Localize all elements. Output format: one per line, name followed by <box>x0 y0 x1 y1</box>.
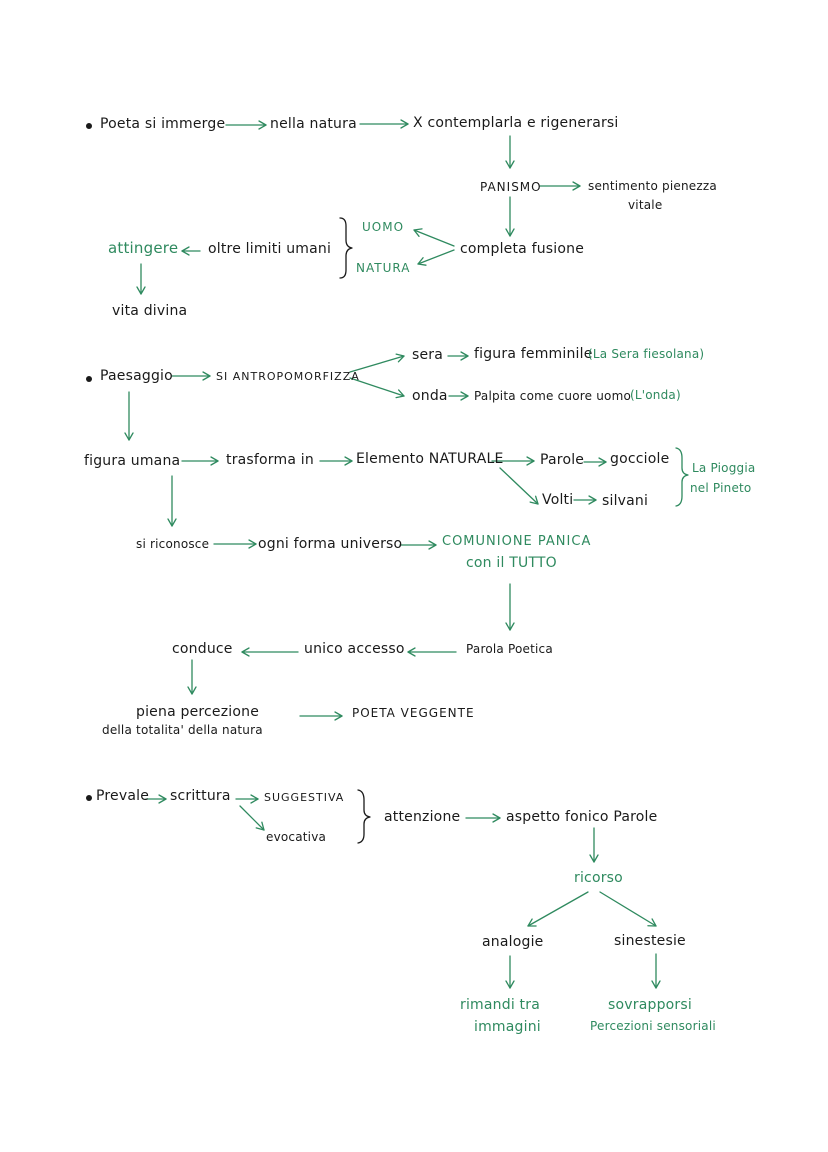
sinestesie-node: sinestesie <box>614 933 686 949</box>
comunione-panica-line-1: COMUNIONE PANICA <box>442 534 592 549</box>
onda-node: onda <box>412 388 448 404</box>
paesaggio-node: Paesaggio <box>100 368 173 384</box>
sera-node: sera <box>412 347 444 363</box>
silvani-node: silvani <box>602 493 649 509</box>
brace-pioggia <box>675 447 689 507</box>
figura-umana-node: figura umana <box>84 453 181 469</box>
conduce-node: conduce <box>172 641 233 657</box>
aspetto-fonico-node: aspetto fonico Parole <box>506 809 658 825</box>
contemplarla-node: X contemplarla e rigenerarsi <box>413 115 619 131</box>
antropomorfizza-node: SI ANTROPOMORFIZZA <box>216 370 360 383</box>
volti-node: Volti <box>542 492 574 508</box>
natura-node: nella natura <box>270 116 357 132</box>
panismo-node: PANISMO <box>480 180 542 194</box>
arrow-ricorso-analogie <box>527 891 589 927</box>
ricorso-node: ricorso <box>574 870 623 886</box>
scrittura-node: scrittura <box>170 788 231 804</box>
parola-poetica-node: Parola Poetica <box>466 642 553 656</box>
pioggia-ref-line-1: La Pioggia <box>692 461 756 475</box>
arrow-fusione-uomo <box>413 228 455 247</box>
sovrapporsi-line-2: Percezioni sensoriali <box>590 1019 716 1033</box>
analogie-node: analogie <box>482 934 544 950</box>
gocciole-node: gocciole <box>610 451 670 467</box>
unico-accesso-node: unico accesso <box>304 641 405 657</box>
sentimento-line-2: vitale <box>628 198 663 212</box>
piena-percezione-line-1: piena percezione <box>136 704 260 720</box>
arrow-scrittura-evocativa <box>239 805 265 831</box>
vita-divina-node: vita divina <box>112 303 188 319</box>
sentimento-line-1: sentimento pienezza <box>588 179 717 193</box>
natura-caps-node: NATURA <box>356 261 411 275</box>
oltre-limiti-node: oltre limiti umani <box>208 241 332 257</box>
arrow-fusione-natura <box>417 249 455 266</box>
rimandi-line-2: immagini <box>474 1019 541 1035</box>
sovrapporsi-line-1: sovrapporsi <box>608 997 692 1013</box>
arrow-ricorso-sinestesie <box>599 891 657 927</box>
onda-ref: (L'onda) <box>630 388 681 402</box>
elemento-naturale-node: Elemento NATURALE <box>356 451 504 467</box>
brace-uomo-natura <box>339 217 353 279</box>
sera-fiesolana-ref: (La Sera fiesolana) <box>588 347 705 361</box>
evocativa-node: evocativa <box>266 830 327 844</box>
arrow-elemento-volti <box>499 467 539 505</box>
brace-suggestiva-evocativa <box>357 789 371 844</box>
arrow-to-sera <box>349 353 405 373</box>
piena-percezione-line-2: della totalita' della natura <box>102 723 263 737</box>
fusione-node: completa fusione <box>460 241 585 257</box>
comunione-panica-line-2: con il TUTTO <box>466 555 557 571</box>
uomo-node: UOMO <box>362 220 405 234</box>
attingere-node: attingere <box>108 239 179 257</box>
arrow-to-onda <box>349 377 405 399</box>
si-riconosce-node: si riconosce <box>136 537 210 551</box>
trasforma-node: trasforma in <box>226 452 314 468</box>
bullet-section-3 <box>86 795 92 801</box>
rimandi-line-1: rimandi tra <box>460 997 540 1013</box>
parole-node: Parole <box>540 452 585 468</box>
figura-femminile-node: figura femminile <box>474 346 593 362</box>
poeta-node: Poeta si immerge <box>100 116 226 132</box>
suggestiva-node: SUGGESTIVA <box>264 791 345 804</box>
poeta-veggente-node: POETA VEGGENTE <box>352 706 475 720</box>
ogni-forma-node: ogni forma universo <box>258 536 403 552</box>
prevale-node: Prevale <box>96 788 150 804</box>
palpita-node: Palpita come cuore uomo <box>474 389 632 403</box>
attenzione-node: attenzione <box>384 809 461 825</box>
bullet-section-2 <box>86 376 92 382</box>
bullet-section-1 <box>86 123 92 129</box>
pioggia-ref-line-2: nel Pineto <box>690 481 752 495</box>
